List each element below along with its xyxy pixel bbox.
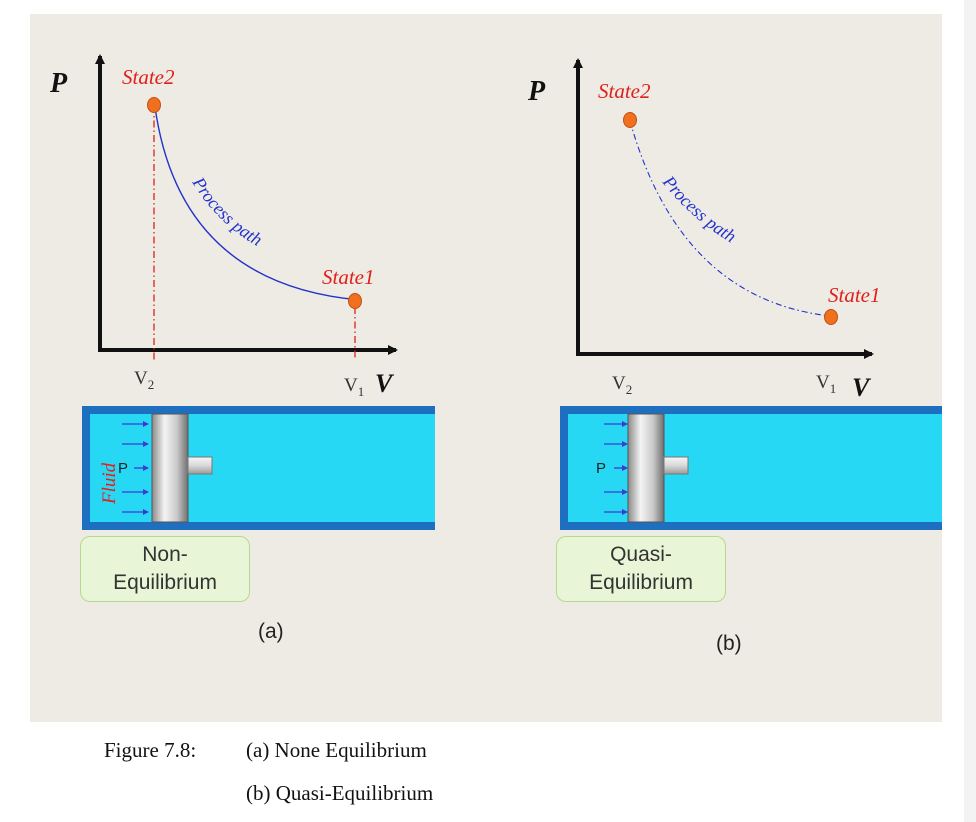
state1-label: State1 <box>828 283 881 307</box>
v1-tick-label: V1 <box>344 375 364 399</box>
state1-label: State1 <box>322 265 375 289</box>
scrollbar-strip <box>964 0 976 822</box>
non-equilibrium-box: Non- Equilibrium <box>80 536 250 602</box>
subfigure-b-label: (b) <box>716 632 742 655</box>
panel-b: P V State2 State1 Process path V2 V1 P <box>527 58 942 530</box>
caption-line2: (b) Quasi-Equilibrium <box>246 781 434 805</box>
v2-tick-label: V2 <box>612 373 632 397</box>
pressure-arrows <box>122 421 149 515</box>
p-axis-label: P <box>527 76 546 107</box>
v2-tick-label: V2 <box>134 368 154 392</box>
process-curve <box>154 106 361 301</box>
box-line1: Quasi- <box>610 543 672 566</box>
state2-label: State2 <box>598 79 651 103</box>
box-line1: Non- <box>142 543 188 566</box>
state2-label: State2 <box>122 65 175 89</box>
state2-dot <box>147 97 161 113</box>
caption-line1: (a) None Equilibrium <box>246 738 427 762</box>
process-path-label: Process path <box>658 171 739 246</box>
pressure-label: P <box>118 460 128 477</box>
process-curve <box>629 120 831 317</box>
diagram-svg: P V State2 State1 Process path V2 V1 Flu… <box>49 54 942 530</box>
pressure-label: P <box>596 460 606 477</box>
subfigure-a-label: (a) <box>258 620 284 643</box>
box-line2: Equilibrium <box>589 571 693 594</box>
caption-label: Figure 7.8: <box>104 738 197 762</box>
fluid-label: Fluid <box>99 462 120 505</box>
state1-dot <box>348 293 362 309</box>
figure-panel: P V State2 State1 Process path V2 V1 Flu… <box>30 14 942 722</box>
state1-dot <box>824 309 838 325</box>
v1-tick-label: V1 <box>816 372 836 396</box>
piston <box>627 413 665 523</box>
pressure-arrows <box>604 421 628 515</box>
process-path-label: Process path <box>188 173 266 250</box>
piston-rod <box>187 456 213 475</box>
panel-a: P V State2 State1 Process path V2 V1 Flu… <box>49 54 435 530</box>
state2-dot <box>623 112 637 128</box>
v-axis-label: V <box>852 373 872 402</box>
p-axis-label: P <box>49 68 68 99</box>
piston <box>151 413 189 523</box>
quasi-equilibrium-box: Quasi- Equilibrium <box>556 536 726 602</box>
box-line2: Equilibrium <box>113 571 217 594</box>
v-axis-label: V <box>375 369 395 398</box>
piston-rod <box>663 456 689 475</box>
